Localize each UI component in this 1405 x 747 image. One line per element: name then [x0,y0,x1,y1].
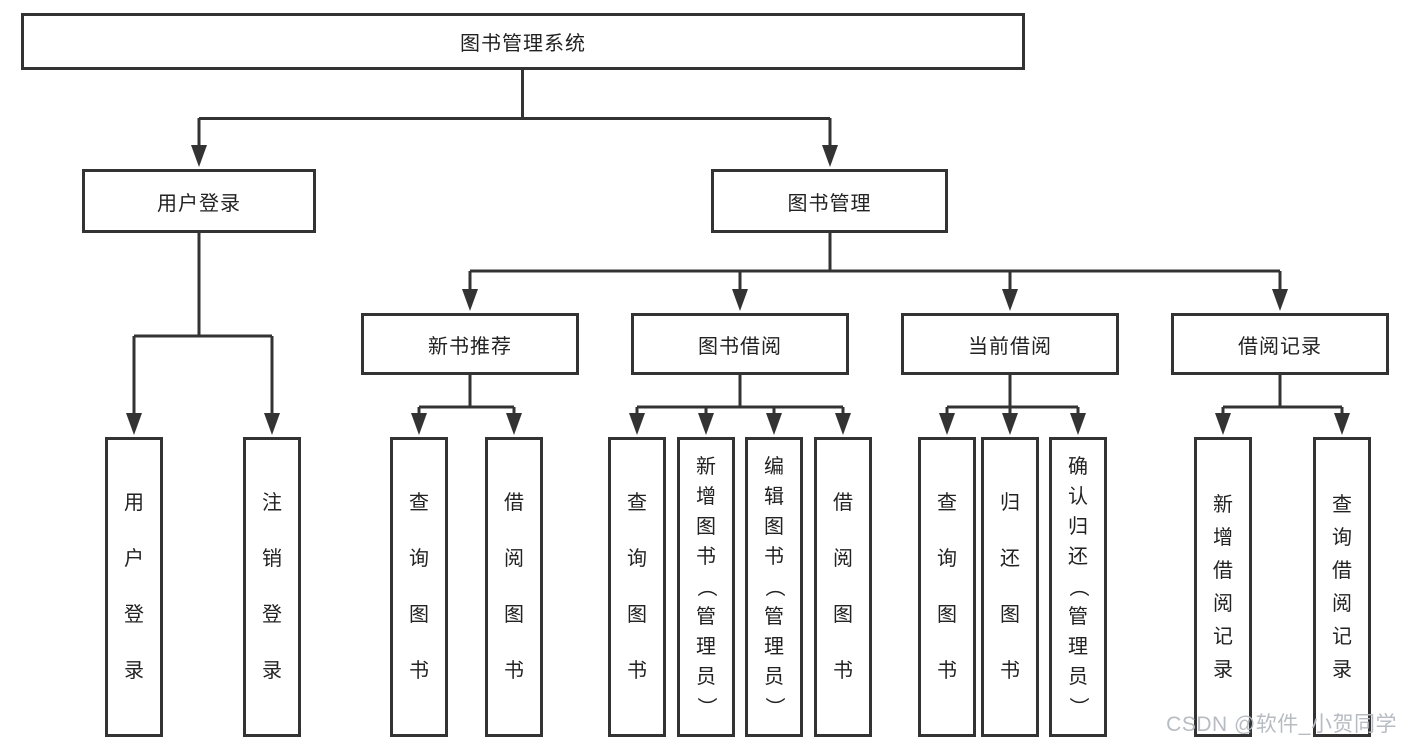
node-current-borrowing: 当前借阅 [901,313,1119,375]
csdn-watermark: CSDN @软件_小贺同学 [1166,713,1397,736]
leaf-borrow-books-recommend: 借阅图书 [485,437,543,737]
node-library-system: 图书管理系统 [21,13,1025,70]
node-book-borrowing: 图书借阅 [631,313,849,375]
leaf-query-borrow-record: 查询借阅记录 [1313,437,1371,737]
leaf-query-books-current: 查询图书 [918,437,976,737]
leaf-edit-book-admin: 编辑图书（管理员） [745,437,803,737]
node-borrow-records: 借阅记录 [1171,313,1389,375]
node-book-management: 图书管理 [711,169,948,233]
arrowheads [126,145,1350,435]
node-user-login: 用户登录 [82,169,316,233]
leaf-confirm-return-admin: 确认归还（管理员） [1049,437,1107,737]
leaf-return-books: 归还图书 [981,437,1039,737]
leaf-user-login: 用户登录 [105,437,163,737]
node-new-book-recommend: 新书推荐 [361,313,579,375]
leaf-query-books-recommend: 查询图书 [390,437,448,737]
leaf-query-books-borrowing: 查询图书 [608,437,666,737]
leaf-add-borrow-record: 新增借阅记录 [1194,437,1252,737]
leaf-borrow-books: 借阅图书 [814,437,872,737]
leaf-logout-login: 注销登录 [243,437,301,737]
leaf-add-book-admin: 新增图书（管理员） [677,437,735,737]
